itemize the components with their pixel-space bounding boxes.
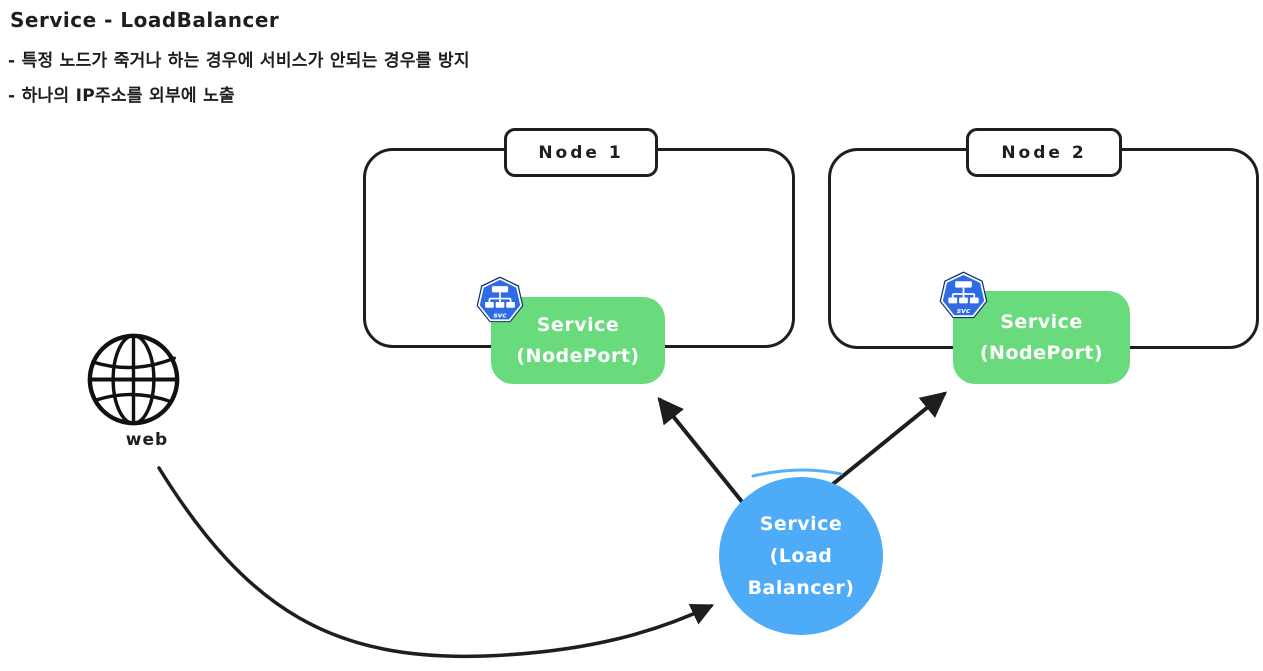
node1-nodeport-service: Service (NodePort) — [491, 297, 665, 384]
node-1-label: Node 1 — [504, 128, 658, 177]
loadbalancer-service-circle: Service (Load Balancer) — [719, 477, 883, 635]
arrow-loadbalancer-to-node1-service — [657, 396, 745, 505]
service-label-line2: (NodePort) — [979, 342, 1104, 364]
kubernetes-svc-icon: svc — [939, 270, 988, 322]
kubernetes-svc-icon: svc — [476, 275, 524, 326]
node2-nodeport-service: Service (NodePort) — [953, 291, 1130, 384]
circle-sketch-stroke — [751, 468, 843, 478]
service-label-line1: Service — [536, 314, 620, 336]
svc-icon-label: svc — [957, 306, 971, 315]
globe-icon — [85, 331, 182, 428]
lb-label-line1: Service — [759, 513, 843, 535]
arrow-web-to-loadbalancer — [157, 466, 715, 659]
bullet-item-1: - 특정 노드가 죽거나 하는 경우에 서비스가 안되는 경우를 방지 — [8, 51, 470, 71]
lb-label-line2: (Load — [769, 545, 833, 567]
page-title: Service - LoadBalancer — [10, 8, 280, 32]
node-2-label: Node 2 — [966, 128, 1122, 177]
service-label-line2: (NodePort) — [516, 345, 640, 367]
lb-label-line3: Balancer) — [747, 577, 855, 599]
svc-icon-label: svc — [493, 310, 507, 319]
web-label: web — [125, 430, 169, 450]
service-label-line1: Service — [1000, 311, 1083, 333]
bullet-item-2: - 하나의 IP주소를 외부에 노출 — [8, 86, 235, 106]
